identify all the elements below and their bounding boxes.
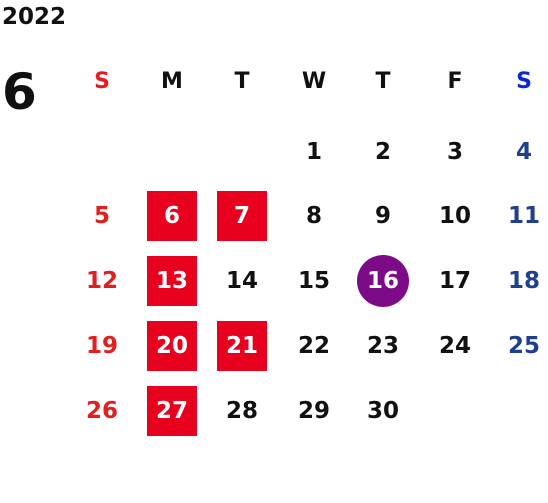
weekday-header-saturday: S [516,69,532,94]
day-cell-17[interactable]: 17 [438,267,471,294]
day-cell-13[interactable]: 13 [147,256,197,306]
day-cell-22[interactable]: 22 [297,332,330,359]
day-cell-1[interactable]: 1 [305,138,322,165]
day-cell-5[interactable]: 5 [93,202,110,229]
day-cell-3[interactable]: 3 [446,138,463,165]
year-label: 2022 [2,4,67,30]
weekday-header-monday: M [161,69,183,94]
day-cell-6[interactable]: 6 [147,191,197,241]
day-cell-11[interactable]: 11 [507,202,540,229]
day-cell-14[interactable]: 14 [225,267,258,294]
day-cell-2[interactable]: 2 [374,138,391,165]
weekday-header-friday: F [447,69,463,94]
day-cell-21[interactable]: 21 [217,321,267,371]
day-cell-30[interactable]: 30 [366,397,399,424]
day-cell-10[interactable]: 10 [438,202,471,229]
day-cell-20[interactable]: 20 [147,321,197,371]
day-cell-15[interactable]: 15 [297,267,330,294]
day-cell-29[interactable]: 29 [297,397,330,424]
day-cell-12[interactable]: 12 [85,267,118,294]
day-cell-28[interactable]: 28 [225,397,258,424]
day-cell-24[interactable]: 24 [438,332,471,359]
day-cell-19[interactable]: 19 [85,332,118,359]
month-label: 6 [2,63,37,121]
day-cell-7[interactable]: 7 [217,191,267,241]
weekday-header-sunday: S [94,69,110,94]
day-cell-23[interactable]: 23 [366,332,399,359]
day-cell-9[interactable]: 9 [374,202,391,229]
weekday-header-thursday: T [375,69,391,94]
day-cell-8[interactable]: 8 [305,202,322,229]
day-cell-27[interactable]: 27 [147,386,197,436]
day-cell-16[interactable]: 16 [357,255,409,307]
weekday-header-tuesday: T [234,69,250,94]
day-cell-25[interactable]: 25 [507,332,540,359]
day-cell-18[interactable]: 18 [507,267,540,294]
day-cell-4[interactable]: 4 [515,138,532,165]
weekday-header-wednesday: W [301,69,327,94]
day-cell-26[interactable]: 26 [85,397,118,424]
